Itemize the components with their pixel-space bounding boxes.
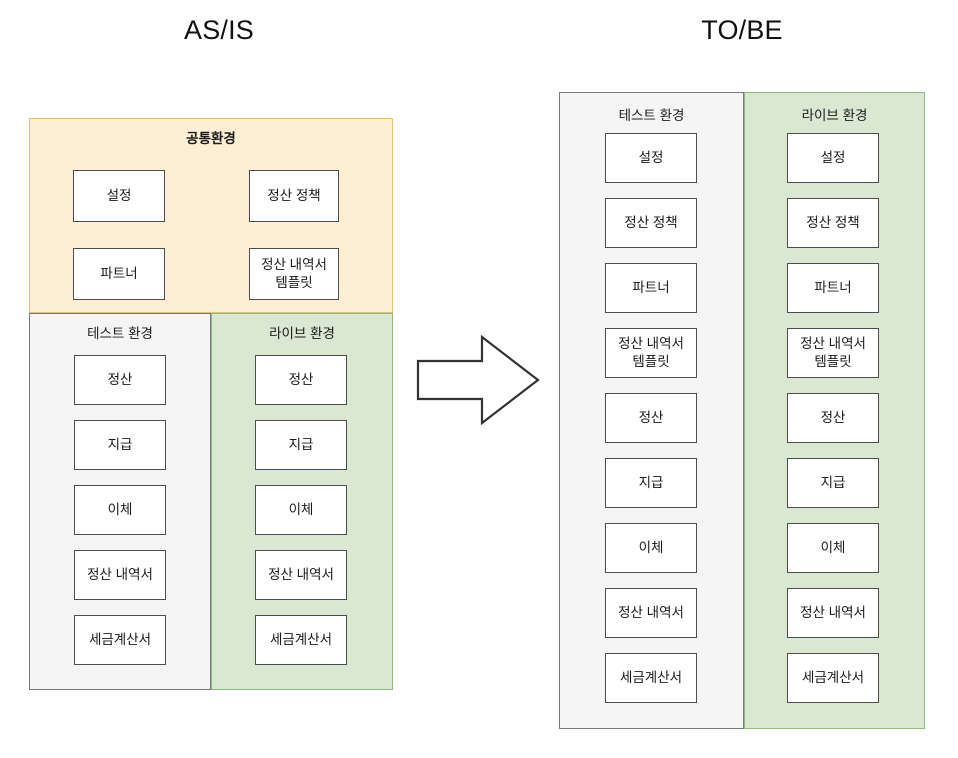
tobe-test-environment-label: 테스트 환경: [618, 108, 685, 123]
transition-arrow: [416, 334, 540, 426]
tobe-live-node-settlement[interactable]: 정산: [787, 393, 879, 443]
asis-common-node-partner[interactable]: 파트너: [73, 248, 165, 300]
tobe-live-node-settlement-policy[interactable]: 정산 정책: [787, 198, 879, 248]
tobe-live-node-payment[interactable]: 지급: [787, 458, 879, 508]
tobe-test-node-settlement[interactable]: 정산: [605, 393, 697, 443]
tobe-test-node-payment[interactable]: 지급: [605, 458, 697, 508]
asis-test-node-payment[interactable]: 지급: [74, 420, 166, 470]
tobe-live-node-transfer[interactable]: 이체: [787, 523, 879, 573]
tobe-test-node-tax-invoice[interactable]: 세금계산서: [605, 653, 697, 703]
asis-test-environment-label: 테스트 환경: [87, 326, 153, 341]
asis-test-node-transfer[interactable]: 이체: [74, 485, 166, 535]
tobe-live-node-tax-invoice[interactable]: 세금계산서: [787, 653, 879, 703]
tobe-test-node-partner[interactable]: 파트너: [605, 263, 697, 313]
tobe-test-node-transfer[interactable]: 이체: [605, 523, 697, 573]
asis-live-node-tax-invoice[interactable]: 세금계산서: [255, 615, 347, 665]
asis-common-environment-label: 공통환경: [186, 131, 236, 146]
asis-live-node-payment[interactable]: 지급: [255, 420, 347, 470]
tobe-live-node-settlement-statement[interactable]: 정산 내역서: [787, 588, 879, 638]
asis-live-environment-label: 라이브 환경: [269, 326, 335, 341]
asis-live-node-settlement-statement[interactable]: 정산 내역서: [255, 550, 347, 600]
tobe-live-node-settings[interactable]: 설정: [787, 133, 879, 183]
tobe-diagram: 테스트 환경 라이브 환경 설정 정산 정책 파트너 정산 내역서 템플릿 정산…: [559, 92, 925, 729]
tobe-test-node-settlement-statement-template[interactable]: 정산 내역서 템플릿: [605, 328, 697, 378]
asis-common-node-settlement-policy[interactable]: 정산 정책: [249, 170, 339, 222]
asis-live-node-settlement[interactable]: 정산: [255, 355, 347, 405]
asis-live-node-transfer[interactable]: 이체: [255, 485, 347, 535]
tobe-test-node-settings[interactable]: 설정: [605, 133, 697, 183]
tobe-live-node-partner[interactable]: 파트너: [787, 263, 879, 313]
asis-common-node-settlement-statement-template[interactable]: 정산 내역서 템플릿: [249, 248, 339, 300]
asis-test-node-settlement[interactable]: 정산: [74, 355, 166, 405]
asis-section-title: AS/IS: [183, 15, 255, 45]
tobe-test-node-settlement-policy[interactable]: 정산 정책: [605, 198, 697, 248]
asis-diagram: 공통환경 테스트 환경 라이브 환경 설정 정산 정책 파트너 정산 내역서 템…: [29, 118, 393, 690]
asis-common-node-settings[interactable]: 설정: [73, 170, 165, 222]
arrow-right-icon: [416, 334, 540, 426]
tobe-live-environment-label: 라이브 환경: [801, 108, 868, 123]
asis-test-node-tax-invoice[interactable]: 세금계산서: [74, 615, 166, 665]
asis-test-node-settlement-statement[interactable]: 정산 내역서: [74, 550, 166, 600]
tobe-live-node-settlement-statement-template[interactable]: 정산 내역서 템플릿: [787, 328, 879, 378]
tobe-test-node-settlement-statement[interactable]: 정산 내역서: [605, 588, 697, 638]
tobe-section-title: TO/BE: [701, 15, 783, 45]
